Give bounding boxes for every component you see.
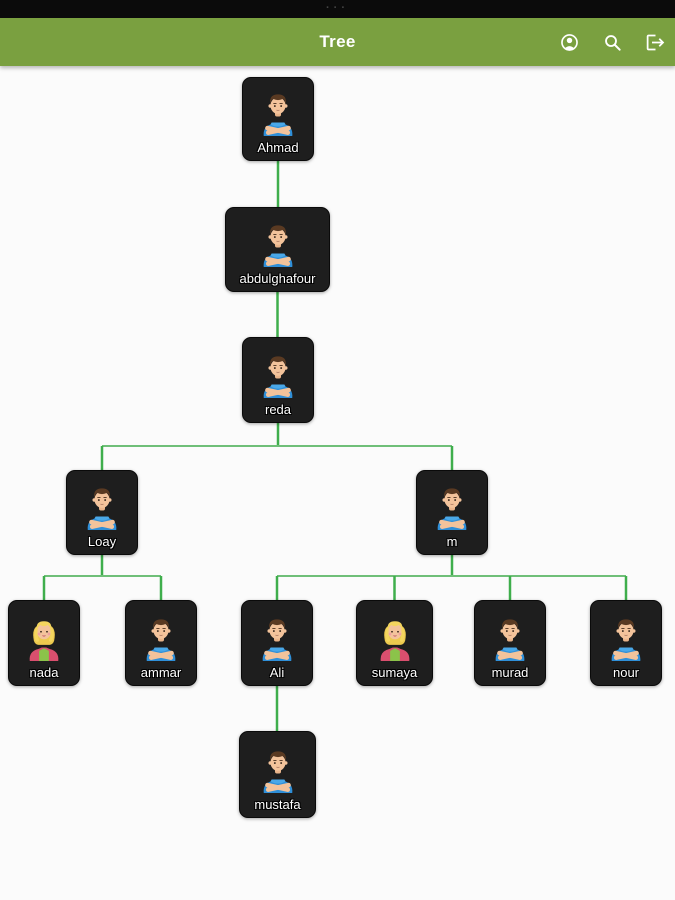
app-bar: Tree xyxy=(0,18,675,66)
male-avatar-icon xyxy=(254,222,302,270)
male-avatar-icon xyxy=(254,91,302,139)
person-node-ammar[interactable]: ammar xyxy=(125,600,197,686)
male-avatar-icon xyxy=(78,485,126,533)
person-node-nour[interactable]: nour xyxy=(590,600,662,686)
person-node-murad[interactable]: murad xyxy=(474,600,546,686)
status-bar: ··· xyxy=(0,0,675,18)
person-name-label: murad xyxy=(491,665,529,680)
person-name-label: Ali xyxy=(269,665,285,680)
person-node-ali[interactable]: Ali xyxy=(241,600,313,686)
person-name-label: abdulghafour xyxy=(239,271,316,286)
female-avatar-icon xyxy=(20,616,68,664)
account-circle-icon xyxy=(560,33,578,51)
logout-button[interactable] xyxy=(643,30,667,54)
male-avatar-icon xyxy=(602,616,650,664)
person-node-abdulghafour[interactable]: abdulghafour xyxy=(225,207,330,292)
male-avatar-icon xyxy=(137,616,185,664)
person-name-label: nour xyxy=(612,665,640,680)
logout-icon xyxy=(646,34,664,50)
person-node-ahmad[interactable]: Ahmad xyxy=(242,77,314,161)
male-avatar-icon xyxy=(254,748,302,796)
person-name-label: Loay xyxy=(87,534,117,549)
profile-button[interactable] xyxy=(557,30,581,54)
person-name-label: ammar xyxy=(140,665,182,680)
person-node-reda[interactable]: reda xyxy=(242,337,314,423)
male-avatar-icon xyxy=(486,616,534,664)
search-button[interactable] xyxy=(600,30,624,54)
page-title: Tree xyxy=(319,32,356,51)
search-icon xyxy=(604,34,621,51)
app-bar-actions xyxy=(557,18,667,66)
person-name-label: reda xyxy=(264,402,292,417)
person-name-label: m xyxy=(446,534,458,549)
person-name-label: nada xyxy=(29,665,59,680)
male-avatar-icon xyxy=(428,485,476,533)
person-node-loay[interactable]: Loay xyxy=(66,470,138,555)
male-avatar-icon xyxy=(253,616,301,664)
male-avatar-icon xyxy=(254,353,302,401)
person-node-m[interactable]: m xyxy=(416,470,488,555)
person-node-mustafa[interactable]: mustafa xyxy=(239,731,316,818)
person-name-label: sumaya xyxy=(371,665,418,680)
person-name-label: Ahmad xyxy=(257,140,299,155)
person-node-nada[interactable]: nada xyxy=(8,600,80,686)
female-avatar-icon xyxy=(371,616,419,664)
person-node-sumaya[interactable]: sumaya xyxy=(356,600,433,686)
status-bar-dots-icon: ··· xyxy=(326,2,349,14)
person-name-label: mustafa xyxy=(254,797,301,812)
